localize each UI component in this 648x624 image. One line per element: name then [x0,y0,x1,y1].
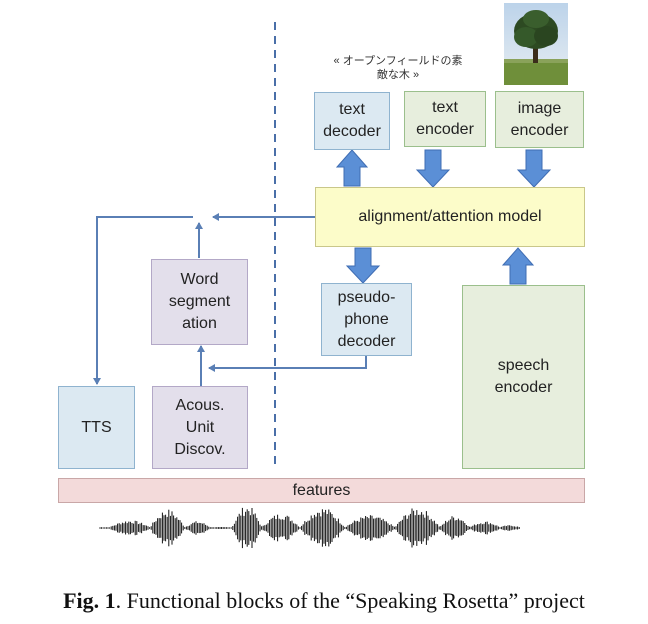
block-arrows [335,149,552,285]
connector-lines [93,213,367,386]
japanese-caption: « オープンフィールドの素 敵な木 » [318,54,478,82]
acoustic-unit-discovery-block: Acous. Unit Discov. [152,386,248,469]
figure-caption: Fig. 1. Functional blocks of the “Speaki… [0,588,648,614]
arrow-from-speech-encoder [501,247,535,285]
tree-photo [504,3,568,85]
arrow-to-pseudo-phone [345,247,381,284]
alignment-model-block: alignment/attention model [315,187,585,247]
figure-caption-text: . Functional blocks of the “Speaking Ros… [115,588,585,613]
features-label: features [292,481,351,499]
diagram-canvas [93,22,552,549]
text-encoder-block: text encoder [404,91,486,147]
speech-encoder-block: speech encoder [462,285,585,469]
arrow-from-text-encoder [415,149,451,188]
japanese-caption-line2: 敵な木 » [376,69,420,81]
text-encoder-label: text encoder [416,99,474,138]
arrow-to-text-decoder [335,149,369,187]
alignment-model-label: alignment/attention model [358,208,542,225]
arrow-from-image-encoder [516,149,552,188]
features-bar: features [58,478,585,503]
text-decoder-block: text decoder [314,92,390,150]
text-decoder-label: text decoder [323,101,381,140]
figure-caption-label: Fig. 1 [63,588,116,613]
tts-block: TTS [58,386,135,469]
pseudo-phone-decoder-block: pseudo- phone decoder [321,283,412,356]
japanese-caption-line1: « オープンフィールドの素 [333,55,463,67]
word-segmentation-label: Word segment ation [168,271,231,332]
word-segmentation-block: Word segment ation [151,259,248,345]
line-pseudophone-to-left [208,350,367,372]
tts-label: TTS [81,418,112,436]
acoustic-unit-discovery-label: Acous. Unit Discov. [174,396,226,458]
line-to-tts [93,216,193,385]
speech-encoder-label: speech encoder [494,357,553,396]
pseudo-phone-decoder-label: pseudo- phone decoder [337,288,396,350]
image-encoder-label: image encoder [510,99,569,139]
waveform [99,507,520,549]
image-encoder-block: image encoder [495,91,584,148]
